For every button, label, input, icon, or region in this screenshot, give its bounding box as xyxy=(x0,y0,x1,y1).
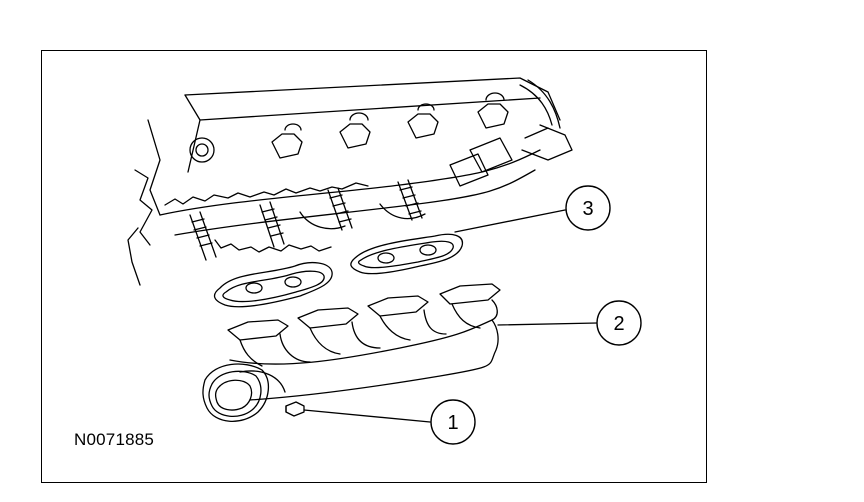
diagram-frame xyxy=(41,50,707,483)
stud-part xyxy=(285,401,305,417)
manifold-gasket-right xyxy=(350,233,464,275)
head-studs xyxy=(189,179,423,261)
callout-1: 1 xyxy=(430,399,476,445)
callout-3: 3 xyxy=(565,185,611,231)
figure-id-label: N0071885 xyxy=(74,430,155,449)
manifold-gasket-left xyxy=(213,261,333,308)
injector-row xyxy=(189,92,509,163)
exhaust-manifold xyxy=(202,283,501,423)
leader-lines xyxy=(303,209,598,423)
callout-2-number: 2 xyxy=(613,313,624,335)
cylinder-head xyxy=(127,77,573,286)
callout-3-number: 3 xyxy=(582,198,593,220)
callout-1-number: 1 xyxy=(447,412,458,434)
callout-2: 2 xyxy=(596,300,642,346)
